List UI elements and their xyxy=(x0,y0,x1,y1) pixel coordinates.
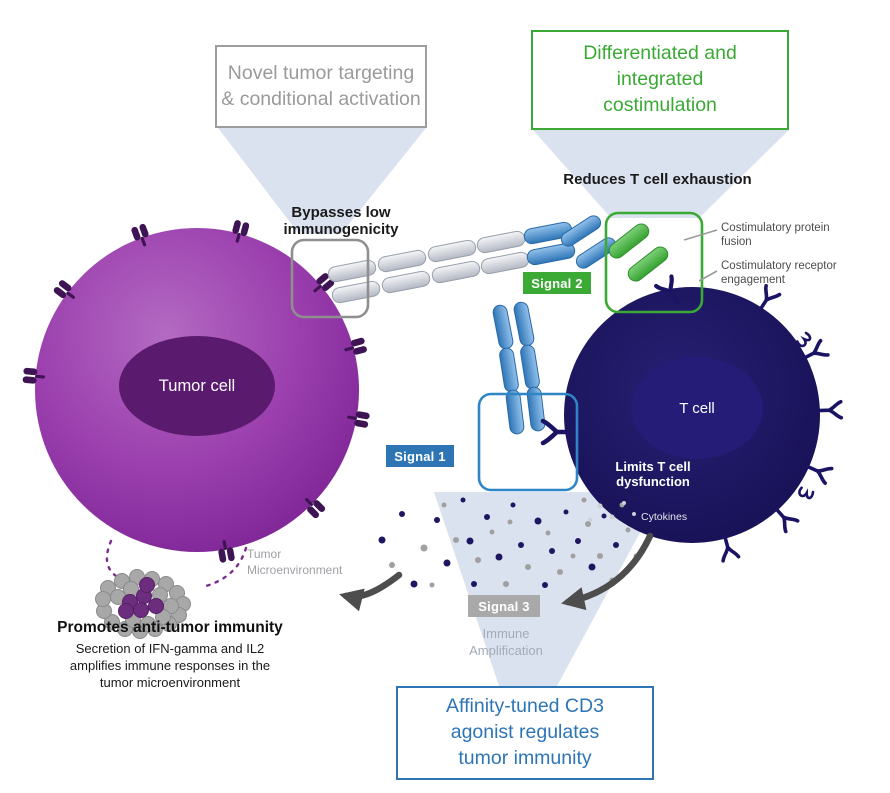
novel-targeting-box: Novel tumor targeting & conditional acti… xyxy=(215,45,427,128)
antigen-icon xyxy=(53,280,75,299)
t-cell xyxy=(564,287,820,543)
antigen-icon xyxy=(131,223,149,247)
antigen-icon xyxy=(347,411,370,428)
cytokines-label: Cytokines xyxy=(641,511,688,523)
t-cell-receptor-icons xyxy=(721,283,844,563)
antigen-icon xyxy=(218,540,235,563)
antigen-icon xyxy=(344,337,367,355)
tumor-cell xyxy=(35,228,359,552)
antibody-tumor-arm xyxy=(327,221,576,304)
signal2-badge: Signal 2 xyxy=(523,272,591,294)
dashed-curves xyxy=(105,539,248,588)
antigen-icon xyxy=(313,273,335,293)
tumor-antigen-icons xyxy=(22,220,370,563)
t-cell-label: T cell xyxy=(679,400,715,417)
funnel-novel xyxy=(218,128,426,234)
t-cell-hook-icon xyxy=(802,338,830,360)
costim-protein-fusion xyxy=(608,223,669,282)
arrow-tcell-to-signal3 xyxy=(561,532,654,611)
signal3-badge: Signal 3 xyxy=(468,595,540,617)
costim-receptor-icon xyxy=(654,274,680,306)
cytokine-dots-field xyxy=(378,497,639,588)
t-cell-squiggle-icon xyxy=(798,486,815,500)
signal1-badge: Signal 1 xyxy=(386,445,454,467)
t-cell-hook-icon xyxy=(806,465,834,485)
t-cell-squiggle-icon xyxy=(796,331,812,348)
immune-amplification-label: Immune Amplification xyxy=(469,626,543,658)
tumor-binding-frame xyxy=(290,238,370,319)
antibody-costim-arm xyxy=(560,215,617,269)
tumor-cell-label: Tumor cell xyxy=(158,377,236,395)
costimulation-box: Differentiated and integrated costimulat… xyxy=(531,30,789,130)
cd3-agonist-box: Affinity-tuned CD3 agonist regulates tum… xyxy=(396,686,654,780)
anti-tumor-body: Secretion of IFN-gamma and IL2 amplifies… xyxy=(69,641,271,691)
costim-fusion-note: Costimulatory protein fusion xyxy=(721,222,830,249)
t-cell-hook-icon xyxy=(721,535,741,563)
annotation-lines xyxy=(683,229,718,282)
immune-cell-cluster xyxy=(95,569,191,639)
tumor-microenvironment-label: Tumor Microenvironment xyxy=(247,547,343,577)
tumor-nucleus xyxy=(119,336,275,436)
reduces-exhaustion-callout: Reduces T cell exhaustion xyxy=(563,171,752,188)
antigen-icon xyxy=(232,220,250,243)
antigen-icon xyxy=(305,498,326,519)
funnel-costim xyxy=(533,130,789,218)
t-cell-hook-icon xyxy=(817,399,844,420)
bypasses-callout: Bypasses low immunogenicity xyxy=(283,204,399,238)
antibody-cd3-arm xyxy=(492,301,546,435)
antigen-icon xyxy=(22,367,45,384)
anti-tumor-title: Promotes anti-tumor immunity xyxy=(57,619,283,636)
limits-dysfunction-callout: Limits T cell dysfunction xyxy=(615,459,691,489)
cd3-receptor-icon xyxy=(540,418,571,446)
costim-frame xyxy=(604,211,704,314)
t-cell-hook-icon xyxy=(759,283,782,311)
signal1-frame xyxy=(477,392,579,492)
funnel-shapes xyxy=(218,128,789,686)
t-cell-hook-icon xyxy=(775,508,800,534)
t-cell-nucleus xyxy=(631,357,763,459)
arrows xyxy=(339,532,654,612)
arrow-to-microenvironment xyxy=(339,571,403,612)
costim-receptor-note: Costimulatory receptor engagement xyxy=(721,260,837,287)
funnel-cd3 xyxy=(434,492,662,686)
